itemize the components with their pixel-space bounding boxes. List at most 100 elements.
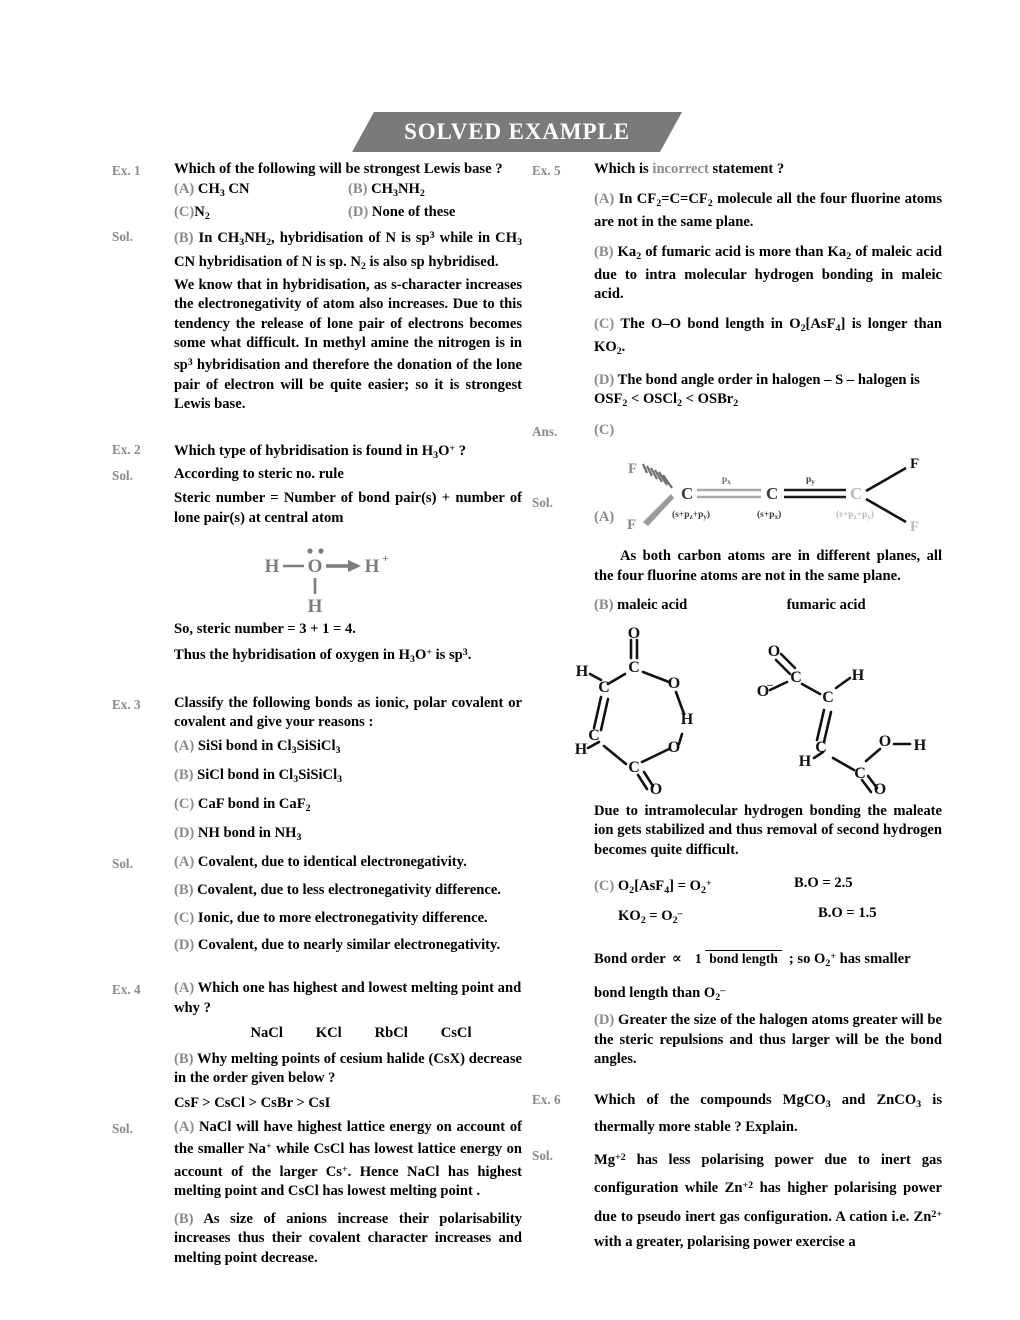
- example-2-conclusion-row: Thus the hybridisation of oxygen in H3O+…: [112, 643, 522, 669]
- example-3-option-d: (D) NH bond in NH3: [174, 825, 302, 843]
- spacer: [112, 276, 174, 277]
- example-3-label: Ex. 3: [112, 696, 141, 712]
- example-1-solution-text: (B) In CH3NH2, hybridisation of N is sp3…: [174, 230, 523, 272]
- example-5-solution-c-line2-row: KO2 = O2– B.O = 1.5: [532, 904, 942, 930]
- option-c-marker: (C): [174, 204, 195, 221]
- example-3-solution-d: (D) Covalent, due to nearly similar elec…: [174, 936, 522, 955]
- example-4-solution-b: (B) As size of anions increase their pol…: [174, 1210, 522, 1268]
- example-2-question-row: Ex. 2 Which type of hybridisation is fou…: [112, 439, 522, 465]
- atom-o-label: O: [308, 556, 323, 577]
- left-column: Ex. 1 Which of the following will be str…: [112, 160, 522, 1268]
- spacer: [532, 1011, 594, 1012]
- example-5-option-b: (B) Ka2 of fumaric acid is more than Ka2…: [594, 243, 943, 303]
- example-4-question-b: (B) Why melting points of cesium halide …: [174, 1050, 522, 1089]
- spacer: [112, 737, 174, 738]
- maleic-c-top: C: [628, 659, 640, 676]
- maleic-o-top: O: [628, 625, 640, 642]
- example-4-question-b-text: Why melting points of cesium halide (CsX…: [174, 1050, 522, 1087]
- fumaric-c-lower: C: [815, 739, 827, 756]
- example-3-solution-a-text: Covalent, due to identical electronegati…: [197, 854, 467, 871]
- carbon-atom-3: C: [850, 484, 862, 503]
- example-3-solution-b: (B) Covalent, due to less electronegativ…: [174, 881, 522, 900]
- option-c-marker: (C): [174, 909, 195, 926]
- example-3-solution-a-row: Sol. (A) Covalent, due to identical elec…: [112, 853, 522, 873]
- option-c-marker: (C): [174, 795, 195, 812]
- option-d-marker: (D): [174, 937, 195, 954]
- example-5-option-c-row: (C) The O–O bond length in O2[AsF4] is l…: [532, 315, 942, 361]
- example-3-option-c-row: (C) CaF bond in CaF2: [112, 795, 522, 818]
- example-5-solution-c-line2: KO2 = O2– B.O = 1.5: [594, 904, 942, 930]
- acid-structures-diagram: O C H C C H C O O H O: [574, 622, 942, 794]
- example-1-options: (A) CH3 CN (B) CH3NH2 (C)N2 (D) None of …: [174, 180, 522, 226]
- example-5-solution-a-row: Sol. (A) F: [532, 451, 942, 543]
- bond-order-suffix: ; so O2+ has smaller: [788, 950, 911, 969]
- example-2-solution-row: Sol. According to steric no. rule: [112, 465, 522, 485]
- spacer: [532, 802, 594, 803]
- fluorine-atom-top-right: F: [910, 456, 919, 472]
- example-3-solution-d-text: Covalent, due to nearly similar electron…: [197, 937, 501, 954]
- fumaric-o-hydroxyl: O: [879, 733, 891, 750]
- spacer: [532, 190, 594, 191]
- example-5-option-d-row: (D) The bond angle order in halogen – S …: [532, 371, 942, 414]
- option-c-marker: (C): [594, 878, 615, 895]
- maleic-o-ring-lower: O: [668, 739, 680, 756]
- solution-label-3: Sol.: [112, 856, 133, 872]
- example-5-solution-d-row: (D) Greater the size of the halogen atom…: [532, 1011, 942, 1069]
- fraction-numerator: 1: [694, 951, 702, 967]
- fumaric-o-minus: O: [757, 683, 769, 700]
- bond-order-relation-row: Bond order ∝ 1 bond length ; so O2+ has …: [532, 947, 942, 973]
- atom-h-bottom-label: H: [308, 596, 323, 616]
- example-1-option-c: (C)N2: [174, 204, 210, 222]
- fumaric-negative-charge: –: [766, 679, 773, 691]
- maleic-h-lower-left: H: [575, 741, 588, 758]
- example-6-solution: Mg+2 has less polarising power due to in…: [594, 1152, 942, 1250]
- spacer: [112, 881, 174, 882]
- example-1-option-b: (B) CH3NH2: [348, 181, 425, 199]
- example-5-solution-a-block: (A) F: [594, 451, 942, 543]
- example-4-solution-b-row: (B) As size of anions increase their pol…: [112, 1210, 522, 1268]
- example-4-question-a-text: Which one has highest and lowest melting…: [174, 980, 522, 1016]
- spacer: [532, 243, 594, 244]
- option-b-marker: (B): [174, 766, 194, 783]
- fumaric-o-top: O: [768, 643, 780, 660]
- spacer: [112, 180, 174, 181]
- spacer: [532, 874, 594, 875]
- example-5-solution-b-titles: (B) maleic acid fumaric acid: [594, 596, 942, 615]
- maleic-acid-title: maleic acid: [617, 597, 688, 614]
- spacer: [112, 1094, 174, 1095]
- example-4-series: CsF > CsCl > CsBr > CsI: [174, 1095, 331, 1112]
- fraction-denominator: bond length: [705, 950, 782, 967]
- lone-pair-dot-2: [318, 548, 324, 554]
- example-5-option-c: (C) The O–O bond length in O2[AsF4] is l…: [594, 315, 942, 357]
- example-5-solution-a-text: As both carbon atoms are in different pl…: [594, 547, 942, 586]
- spacer: [112, 620, 174, 621]
- example-4-question-a-row: Ex. 4 (A) Which one has highest and lowe…: [112, 979, 522, 1018]
- compound-item: NaCl: [250, 1025, 283, 1042]
- hybridisation-label-left: (s+pz+py): [672, 509, 710, 521]
- hashed-wedge-bond: [642, 464, 674, 490]
- option-a-marker: (A): [594, 508, 615, 525]
- px-orbital-label: px: [722, 475, 731, 486]
- option-a-marker: (A): [174, 854, 195, 871]
- example-6-question: Which of the compounds MgCO3 and ZnCO3 i…: [594, 1092, 942, 1136]
- right-column: Ex. 5 Which is incorrect statement ? (A)…: [532, 160, 942, 1255]
- bond-order-line2-row: bond length than O2–: [532, 981, 942, 1007]
- example-2-steric-definition: Steric number = Number of bond pair(s) +…: [174, 490, 522, 526]
- fumaric-h-lower: H: [799, 753, 812, 770]
- example-3-question: Classify the following bonds as ionic, p…: [174, 694, 522, 731]
- example-5-solution-c-line1-row: (C) O2[AsF4] = O2+ B.O = 2.5: [532, 874, 942, 900]
- spacer: [532, 547, 594, 548]
- example-4-series-row: CsF > CsCl > CsBr > CsI: [112, 1094, 522, 1113]
- option-a-marker: (A): [174, 1118, 195, 1135]
- spacer: [532, 371, 594, 372]
- example-1-explanation-row: We know that in hybridisation, as s-char…: [112, 276, 522, 415]
- example-3-option-a: (A) SiSi bond in Cl3SiSiCl3: [174, 737, 341, 756]
- carbon-atom-2: C: [766, 484, 778, 503]
- bond-order-line2: bond length than O2–: [594, 984, 726, 1003]
- compound-item: RbCl: [374, 1025, 408, 1042]
- compound-item: KCl: [315, 1025, 342, 1042]
- atom-h-right-label: H: [365, 556, 380, 577]
- h3o-lewis-diagram: O H H + H: [112, 540, 522, 616]
- fluorine-atom-bottom-left: F: [627, 517, 636, 533]
- fumaric-h-hydroxyl: H: [914, 737, 927, 754]
